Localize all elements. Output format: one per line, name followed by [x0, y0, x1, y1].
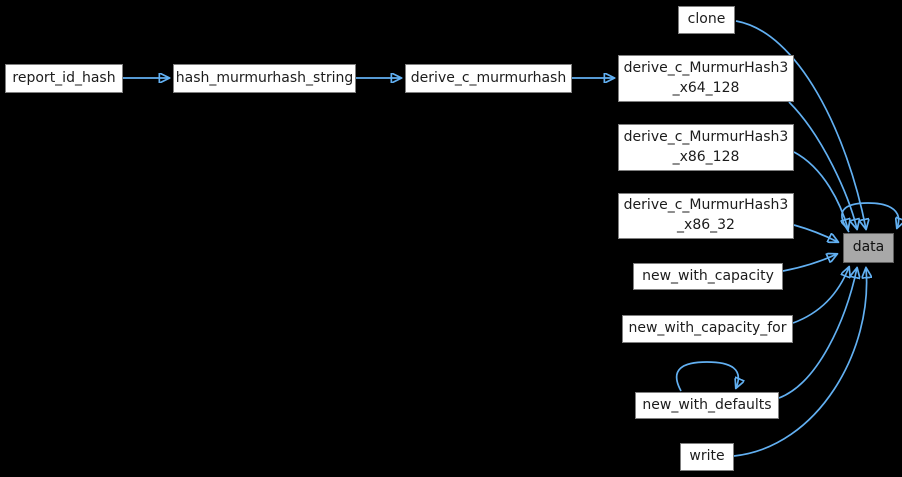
node-report_id_hash[interactable]: report_id_hash: [5, 64, 123, 93]
edge-write-to-data: [733, 268, 867, 457]
edge-derive_c_MurmurHash3_x64_128-to-data: [788, 101, 857, 229]
edge-new_with_defaults-self-loop: [675, 361, 739, 392]
node-derive_c_MurmurHash3_x86_32[interactable]: derive_c_MurmurHash3 _x86_32: [618, 193, 794, 239]
node-hash_murmurhash_string[interactable]: hash_murmurhash_string: [173, 64, 356, 93]
edge-clone-to-data: [735, 20, 866, 229]
node-new_with_capacity[interactable]: new_with_capacity: [633, 263, 783, 290]
node-new_with_capacity_for[interactable]: new_with_capacity_for: [622, 315, 793, 343]
node-data-current: data: [843, 233, 894, 263]
node-derive_c_murmurhash[interactable]: derive_c_murmurhash: [405, 64, 572, 93]
edge-new_with_capacity_for-to-data: [792, 267, 849, 324]
node-write[interactable]: write: [680, 443, 734, 471]
node-derive_c_MurmurHash3_x64_128[interactable]: derive_c_MurmurHash3 _x64_128: [618, 55, 794, 102]
edge-derive_c_MurmurHash3_x86_128-to-data: [793, 151, 848, 229]
edge-new_with_defaults-to-data: [778, 268, 857, 399]
node-clone[interactable]: clone: [678, 6, 735, 34]
edge-derive_c_MurmurHash3_x86_32-to-data: [793, 224, 838, 242]
edge-new_with_capacity-to-data: [782, 254, 837, 272]
node-derive_c_MurmurHash3_x86_128[interactable]: derive_c_MurmurHash3 _x86_128: [618, 124, 794, 171]
node-new_with_defaults[interactable]: new_with_defaults: [635, 392, 779, 419]
edge-data-self-loop: [841, 202, 899, 233]
